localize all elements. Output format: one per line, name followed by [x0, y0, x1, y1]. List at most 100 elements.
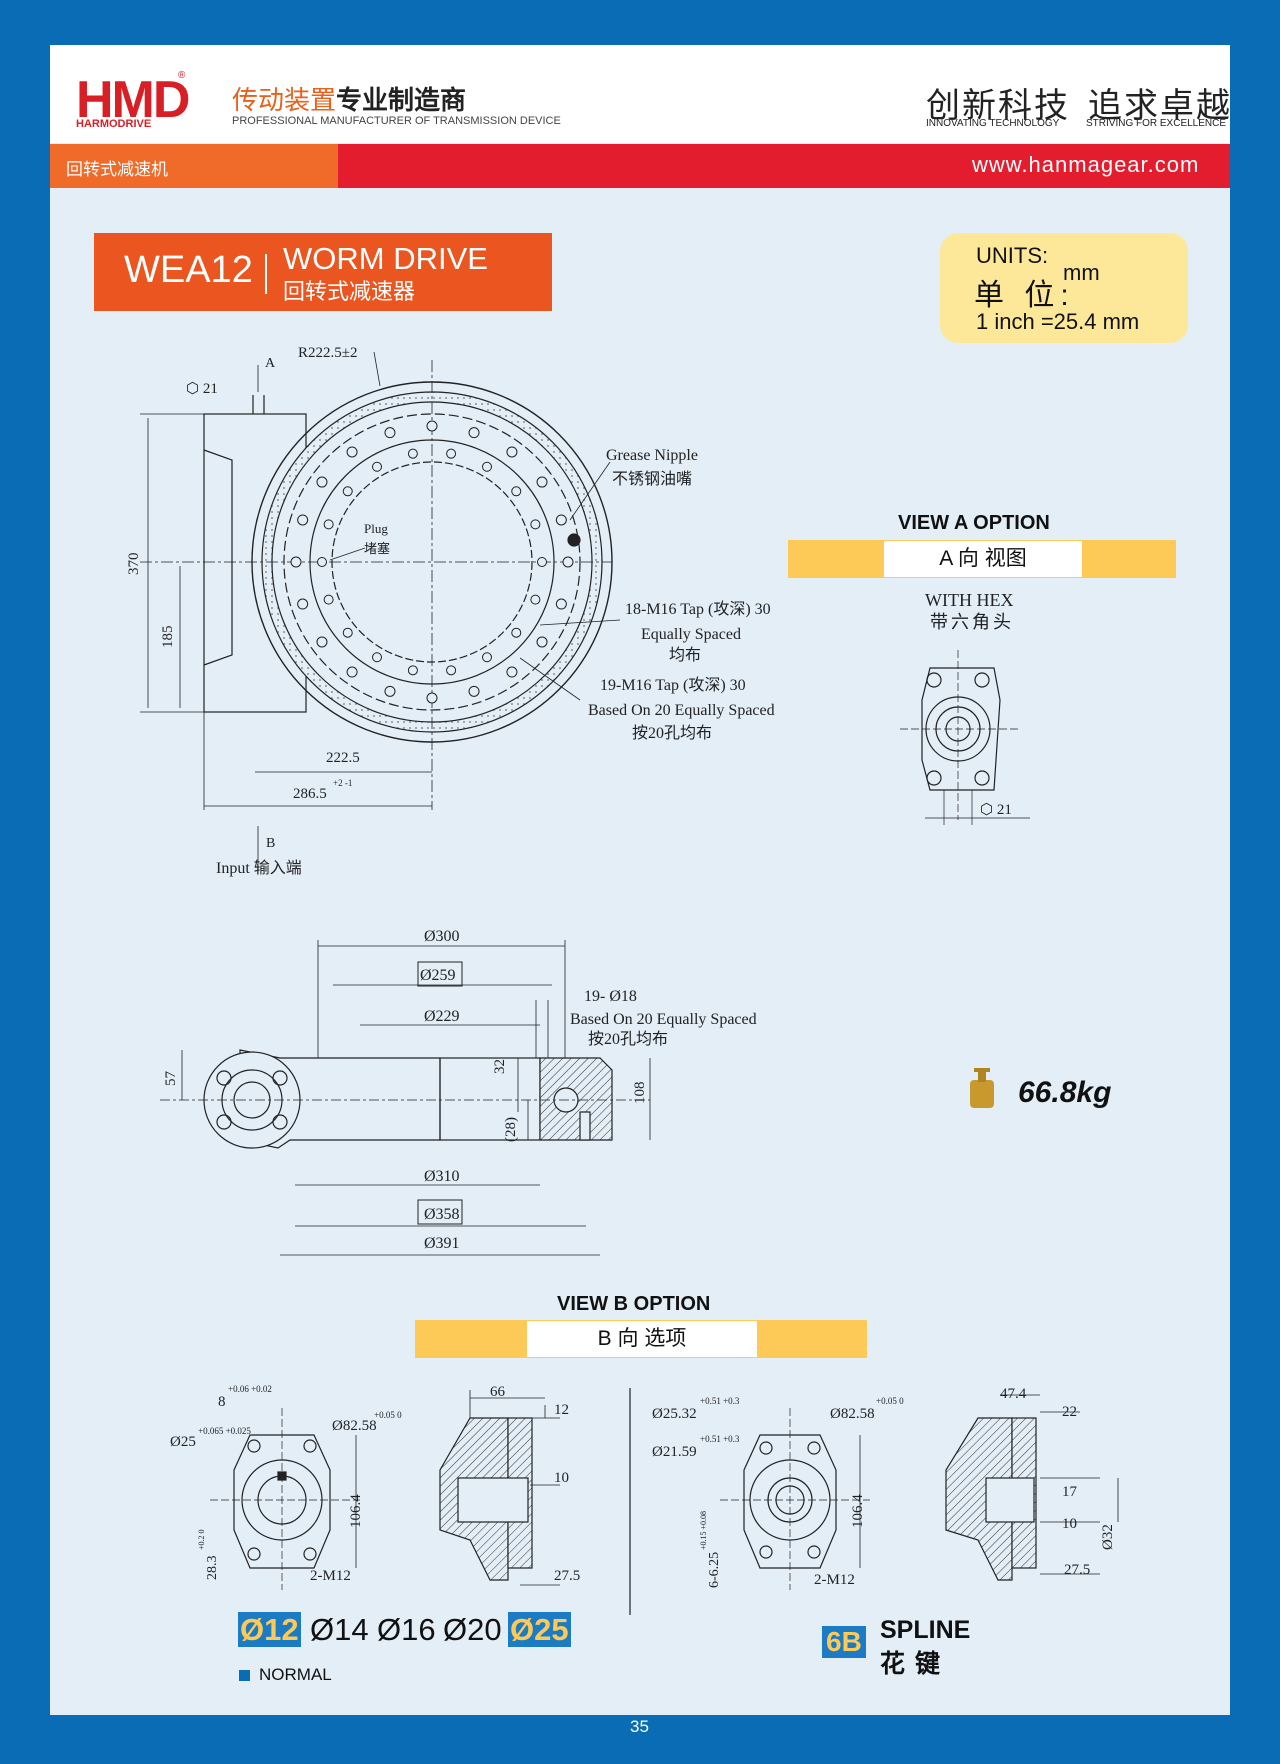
bolt-hole	[323, 594, 334, 605]
side-view-drawing	[160, 940, 651, 1256]
dim-d391: Ø391	[424, 1235, 460, 1252]
dim-d259: Ø259	[420, 967, 456, 984]
slogan-innovating-en: INNOVATING TECHNOLOGY	[926, 118, 1060, 129]
page-number: 35	[630, 1717, 649, 1736]
view-a-hex: ⬡ 21	[980, 802, 1012, 818]
dim-286-5: 286.5	[293, 786, 327, 802]
spline-teeth: 6-6.25	[707, 1552, 722, 1588]
dim-32: 32	[492, 1059, 508, 1074]
dim-66: 66	[490, 1384, 506, 1400]
maker-subtitle: PROFESSIONAL MANUFACTURER OF TRANSMISSIO…	[232, 115, 561, 127]
normal-legend-swatch	[239, 1670, 250, 1681]
bolt-hole	[372, 652, 382, 663]
dim-28-3: 28.3	[205, 1556, 220, 1581]
bolt-hole	[530, 594, 541, 605]
spline-minor-tol: +0.51 +0.3	[700, 1434, 740, 1444]
key-width: 8	[218, 1394, 226, 1410]
shaft-size-25: Ø25	[508, 1612, 571, 1647]
bolt-hole	[537, 557, 547, 567]
tap2-spacing: Based On 20 Equally Spaced	[588, 702, 775, 719]
bolt-hole	[426, 692, 438, 704]
bolt-hole	[562, 556, 574, 568]
product-title-en: WORM DRIVE	[283, 241, 488, 276]
bolt-hole	[536, 636, 548, 648]
label-b: B	[266, 836, 275, 851]
dim-d358: Ø358	[424, 1206, 460, 1223]
bolt-circle-outer	[290, 420, 574, 704]
spline-label-cn: 花键	[880, 1650, 951, 1678]
bolt-spec: 2-M12	[310, 1568, 351, 1584]
shaft-size-20: Ø20	[443, 1612, 502, 1647]
category-label: 回转式减速机	[66, 160, 168, 179]
bolt-hole	[536, 476, 548, 488]
tol-286-5: +2 -1	[333, 778, 352, 788]
bolt-hole	[407, 665, 418, 676]
spline-teeth-tol: +0.15 +0.08	[699, 1511, 708, 1550]
label-a: A	[265, 356, 276, 371]
product-title-box	[94, 233, 552, 311]
product-model: WEA12	[124, 249, 253, 291]
dim-57: 57	[163, 1071, 179, 1087]
dim-10: 10	[554, 1470, 569, 1486]
dim-27-5: 27.5	[554, 1568, 580, 1584]
bolt-hole	[446, 665, 457, 676]
spline-section	[945, 1394, 1119, 1581]
weight-value: 66.8kg	[1018, 1076, 1112, 1109]
bore-tol: +0.065 +0.025	[198, 1426, 251, 1436]
dim-d300: Ø300	[424, 928, 460, 945]
brand-name: HARMODRIVE	[76, 118, 152, 130]
url-band	[338, 144, 1230, 188]
maker-title: 传动装置专业制造商	[232, 85, 467, 115]
dim-radius: R222.5±2	[298, 345, 358, 361]
holes-spacing: Based On 20 Equally Spaced	[570, 1011, 757, 1028]
bolt-hole	[468, 427, 480, 439]
grease-nipple-cn: 不锈钢油嘴	[612, 470, 692, 488]
bolt-hole	[384, 427, 396, 439]
weight-icon	[970, 1068, 994, 1108]
bolt-hole	[297, 514, 309, 526]
spline-dim-10: 10	[1062, 1516, 1077, 1532]
spline-dim-47-4: 47.4	[1000, 1386, 1027, 1402]
bolt-hole	[317, 557, 327, 567]
shaft-size-16: Ø16	[377, 1612, 436, 1647]
bolt-hole	[297, 598, 309, 610]
shaft-size-12: Ø12	[238, 1612, 301, 1647]
pcd-dia: Ø82.58	[332, 1418, 377, 1434]
website-link[interactable]: www.hanmagear.com	[972, 152, 1200, 177]
bolt-hole	[555, 598, 567, 610]
bolt-hole	[506, 446, 518, 458]
dim-222-5: 222.5	[326, 750, 360, 766]
bolt-hole	[426, 420, 438, 432]
units-value: mm	[1063, 260, 1100, 285]
spline-bolt-spec: 2-M12	[814, 1572, 855, 1588]
bolt-hole	[290, 556, 302, 568]
spline-minor-dia: Ø21.59	[652, 1444, 697, 1460]
spline-dim-106-4: 106.4	[850, 1494, 866, 1528]
tap1-cn: 均布	[669, 646, 701, 664]
bolt-hole	[384, 685, 396, 697]
bolt-hole	[506, 666, 518, 678]
product-title-cn: 回转式减速器	[283, 279, 416, 304]
units-box	[940, 233, 1188, 343]
shaft-size-14: Ø14	[310, 1612, 369, 1647]
view-a-drawing	[900, 650, 1030, 825]
units-label-cn: 单 位:	[974, 279, 1075, 312]
spline-dim-22: 22	[1062, 1404, 1077, 1420]
key-tol: +0.06 +0.02	[228, 1384, 272, 1394]
bolt-hole	[372, 461, 382, 472]
spline-code: 6B	[822, 1626, 866, 1658]
bolt-hole	[511, 627, 522, 638]
dim-hex-top: ⬡ 21	[186, 381, 218, 397]
bolt-hole	[342, 627, 353, 638]
top-view-drawing	[140, 351, 621, 874]
holes-cn: 按20孔均布	[588, 1030, 668, 1048]
holes-spec: 19- Ø18	[584, 988, 637, 1005]
spline-front-view	[720, 1408, 870, 1590]
units-conversion: 1 inch =25.4 mm	[976, 309, 1140, 334]
slogan-innovating: 创新科技	[926, 86, 1070, 126]
bolt-hole	[446, 448, 457, 459]
view-a-subheading: A 向 视图	[884, 541, 1082, 577]
spline-dim-27-5: 27.5	[1064, 1562, 1090, 1578]
grease-nipple-label: Grease Nipple	[606, 447, 698, 464]
